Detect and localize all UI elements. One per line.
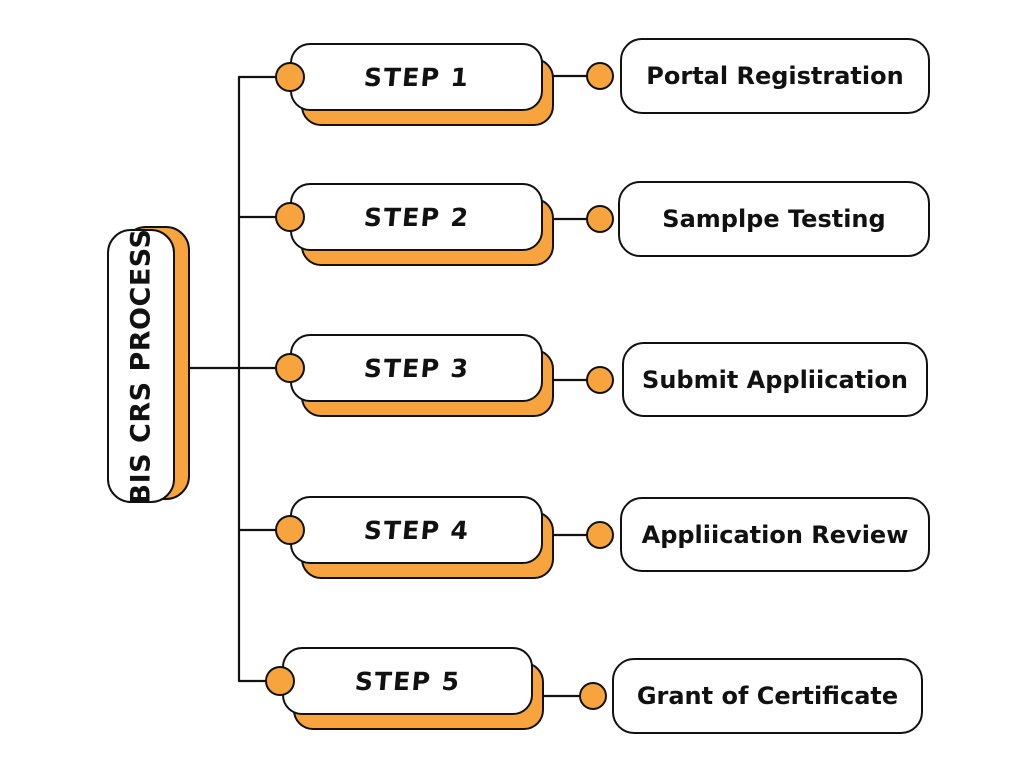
label-node-2: Samplpe Testing	[618, 181, 930, 257]
connector-dot-left-5	[265, 666, 295, 696]
step-node-5: STEP 5	[282, 647, 544, 730]
root-node-face: BIS CRS PROCESS	[107, 228, 175, 504]
label-1-text: Portal Registration	[646, 62, 904, 90]
connector-dot-left-4	[275, 515, 305, 545]
connector-dot-left-2	[275, 202, 305, 232]
label-node-5: Grant of Certificate	[612, 658, 923, 734]
step-node-3-face: STEP 3	[290, 334, 543, 402]
label-5-text: Grant of Certificate	[636, 682, 899, 710]
label-node-1: Portal Registration	[620, 38, 930, 114]
connector-dot-left-1	[275, 62, 305, 92]
step-node-1-face: STEP 1	[290, 43, 543, 111]
step-4-title: STEP 4	[362, 515, 471, 545]
diagram-title: BIS CRS PROCESS	[125, 228, 157, 504]
connector-dot-right-4	[586, 521, 614, 549]
step-node-5-face: STEP 5	[282, 647, 533, 715]
connector-dot-left-3	[275, 353, 305, 383]
connector-dot-right-3	[586, 366, 614, 394]
connector-dot-right-5	[579, 682, 607, 710]
step-node-4: STEP 4	[290, 496, 554, 579]
step-2-title: STEP 2	[362, 202, 471, 232]
label-node-4: Appliication Review	[620, 497, 930, 572]
step-3-title: STEP 3	[362, 353, 471, 383]
step-node-3: STEP 3	[290, 334, 554, 417]
connector-dot-right-1	[586, 62, 614, 90]
step-node-2-face: STEP 2	[290, 183, 543, 251]
connector-dot-right-2	[586, 205, 614, 233]
label-2-text: Samplpe Testing	[662, 205, 886, 233]
step-node-2: STEP 2	[290, 183, 554, 266]
step-node-1: STEP 1	[290, 43, 554, 126]
label-4-text: Appliication Review	[641, 520, 909, 549]
label-3-text: Submit Appliication	[642, 365, 908, 394]
label-node-3: Submit Appliication	[622, 342, 928, 417]
step-1-title: STEP 1	[362, 62, 471, 92]
root-node: BIS CRS PROCESS	[107, 226, 190, 504]
step-5-title: STEP 5	[353, 666, 462, 696]
step-node-4-face: STEP 4	[290, 496, 543, 564]
